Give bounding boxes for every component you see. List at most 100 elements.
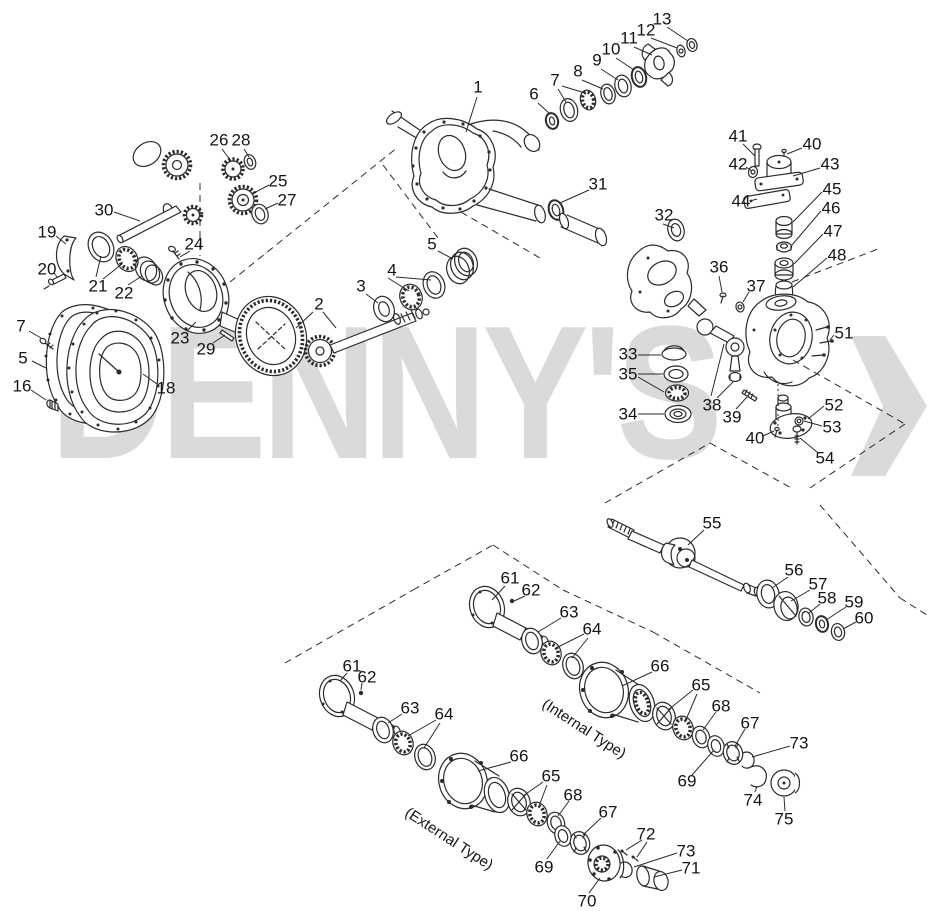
callout-1: 1	[473, 77, 483, 97]
washer-68-internal	[691, 725, 711, 749]
callout-57: 57	[808, 574, 828, 594]
washer-53	[794, 416, 804, 426]
callout-72: 72	[636, 824, 656, 844]
construction-line	[652, 631, 761, 694]
leader-line	[387, 277, 410, 292]
washer-12	[676, 44, 686, 58]
leader-line	[251, 184, 270, 195]
leader-line	[360, 682, 363, 691]
bushing-47	[774, 257, 794, 281]
seal-63-external	[372, 716, 394, 744]
callout-5: 5	[18, 348, 28, 368]
ring-35a	[663, 365, 689, 383]
leader-line	[557, 88, 567, 103]
washer-28	[243, 154, 257, 170]
leader-line	[621, 671, 653, 687]
callout-63: 63	[559, 602, 579, 622]
construction-line	[284, 589, 414, 664]
leader-line	[264, 202, 279, 210]
leader-line	[749, 198, 758, 202]
callout-4: 4	[387, 260, 397, 280]
callout-36: 36	[709, 257, 729, 277]
knuckle-right	[745, 293, 834, 387]
callout-73: 73	[789, 733, 809, 753]
callout-54: 54	[815, 448, 835, 468]
callout-66: 66	[650, 656, 670, 676]
leader-line	[339, 672, 348, 682]
leader-line	[513, 595, 526, 602]
leader-line	[650, 37, 678, 49]
diff-cover-18	[66, 308, 165, 433]
washer-9	[614, 74, 632, 98]
bearing-cup-7	[559, 98, 579, 122]
leader-line	[127, 275, 143, 286]
callout-52: 52	[824, 395, 844, 415]
leader-line	[387, 713, 403, 724]
leader-line	[322, 311, 337, 329]
side-gear-25	[227, 184, 259, 216]
pinion-gear-shaft-2	[303, 308, 430, 368]
snap-ring-73-external	[620, 861, 633, 878]
leader-line	[742, 143, 756, 157]
leader-line	[538, 784, 548, 807]
gasket-44	[743, 188, 791, 210]
callout-31: 31	[588, 174, 608, 194]
fill-plug-16	[46, 399, 59, 412]
construction-line	[382, 164, 439, 239]
leader-line	[745, 166, 753, 172]
callout-29: 29	[196, 339, 216, 359]
axle-shaft-55	[606, 518, 763, 598]
leader-line	[735, 396, 748, 410]
housing-bolt-holes	[411, 120, 492, 211]
nut-13	[686, 37, 698, 53]
tie-rod-end-38	[687, 292, 745, 383]
leader-line	[295, 311, 314, 329]
tube-ring-32	[667, 218, 685, 242]
callout-2: 2	[314, 294, 324, 314]
construction-line	[709, 442, 794, 490]
callout-59: 59	[844, 592, 864, 612]
callout-68: 68	[563, 785, 583, 805]
pinion-parts-stack	[544, 37, 698, 130]
stud-39	[741, 389, 758, 402]
leader-line	[561, 85, 586, 94]
leader-line	[653, 869, 683, 878]
leader-line	[615, 57, 635, 71]
spider-gear-26	[221, 157, 245, 181]
leader-line	[792, 191, 823, 223]
leader-line	[30, 389, 47, 401]
construction-line	[604, 442, 711, 504]
bearing-cone-21	[115, 245, 139, 273]
washer-69-external	[554, 825, 572, 847]
bearing-cap-19	[55, 235, 77, 281]
callout-48: 48	[827, 245, 847, 265]
leader-line	[582, 817, 602, 836]
slinger-57	[773, 590, 799, 622]
leader-line	[31, 360, 47, 369]
callout-45: 45	[822, 179, 842, 199]
leader-line	[790, 589, 811, 602]
callout-10: 10	[601, 39, 621, 59]
callout-3: 3	[356, 276, 366, 296]
leader-line	[684, 693, 698, 723]
callout-42: 42	[728, 154, 748, 174]
callout-43: 43	[820, 154, 840, 174]
callout-68: 68	[711, 696, 731, 716]
bearing-cone-7	[579, 89, 597, 111]
leader-line	[555, 633, 585, 649]
callout-51: 51	[834, 323, 854, 343]
leader-line	[395, 276, 432, 281]
callout-46: 46	[821, 198, 841, 218]
leader-lines-overlay	[28, 26, 928, 894]
leader-line	[423, 722, 441, 749]
callout-38: 38	[702, 395, 722, 415]
construction-line	[819, 504, 901, 599]
callout-61: 61	[342, 656, 362, 676]
leader-line	[179, 250, 191, 258]
leader-line	[734, 728, 746, 747]
callout-39: 39	[722, 407, 742, 427]
callout-47: 47	[823, 221, 843, 241]
callout-40: 40	[802, 134, 822, 154]
bolt-24	[168, 245, 181, 260]
spider-gear-small	[182, 204, 204, 226]
